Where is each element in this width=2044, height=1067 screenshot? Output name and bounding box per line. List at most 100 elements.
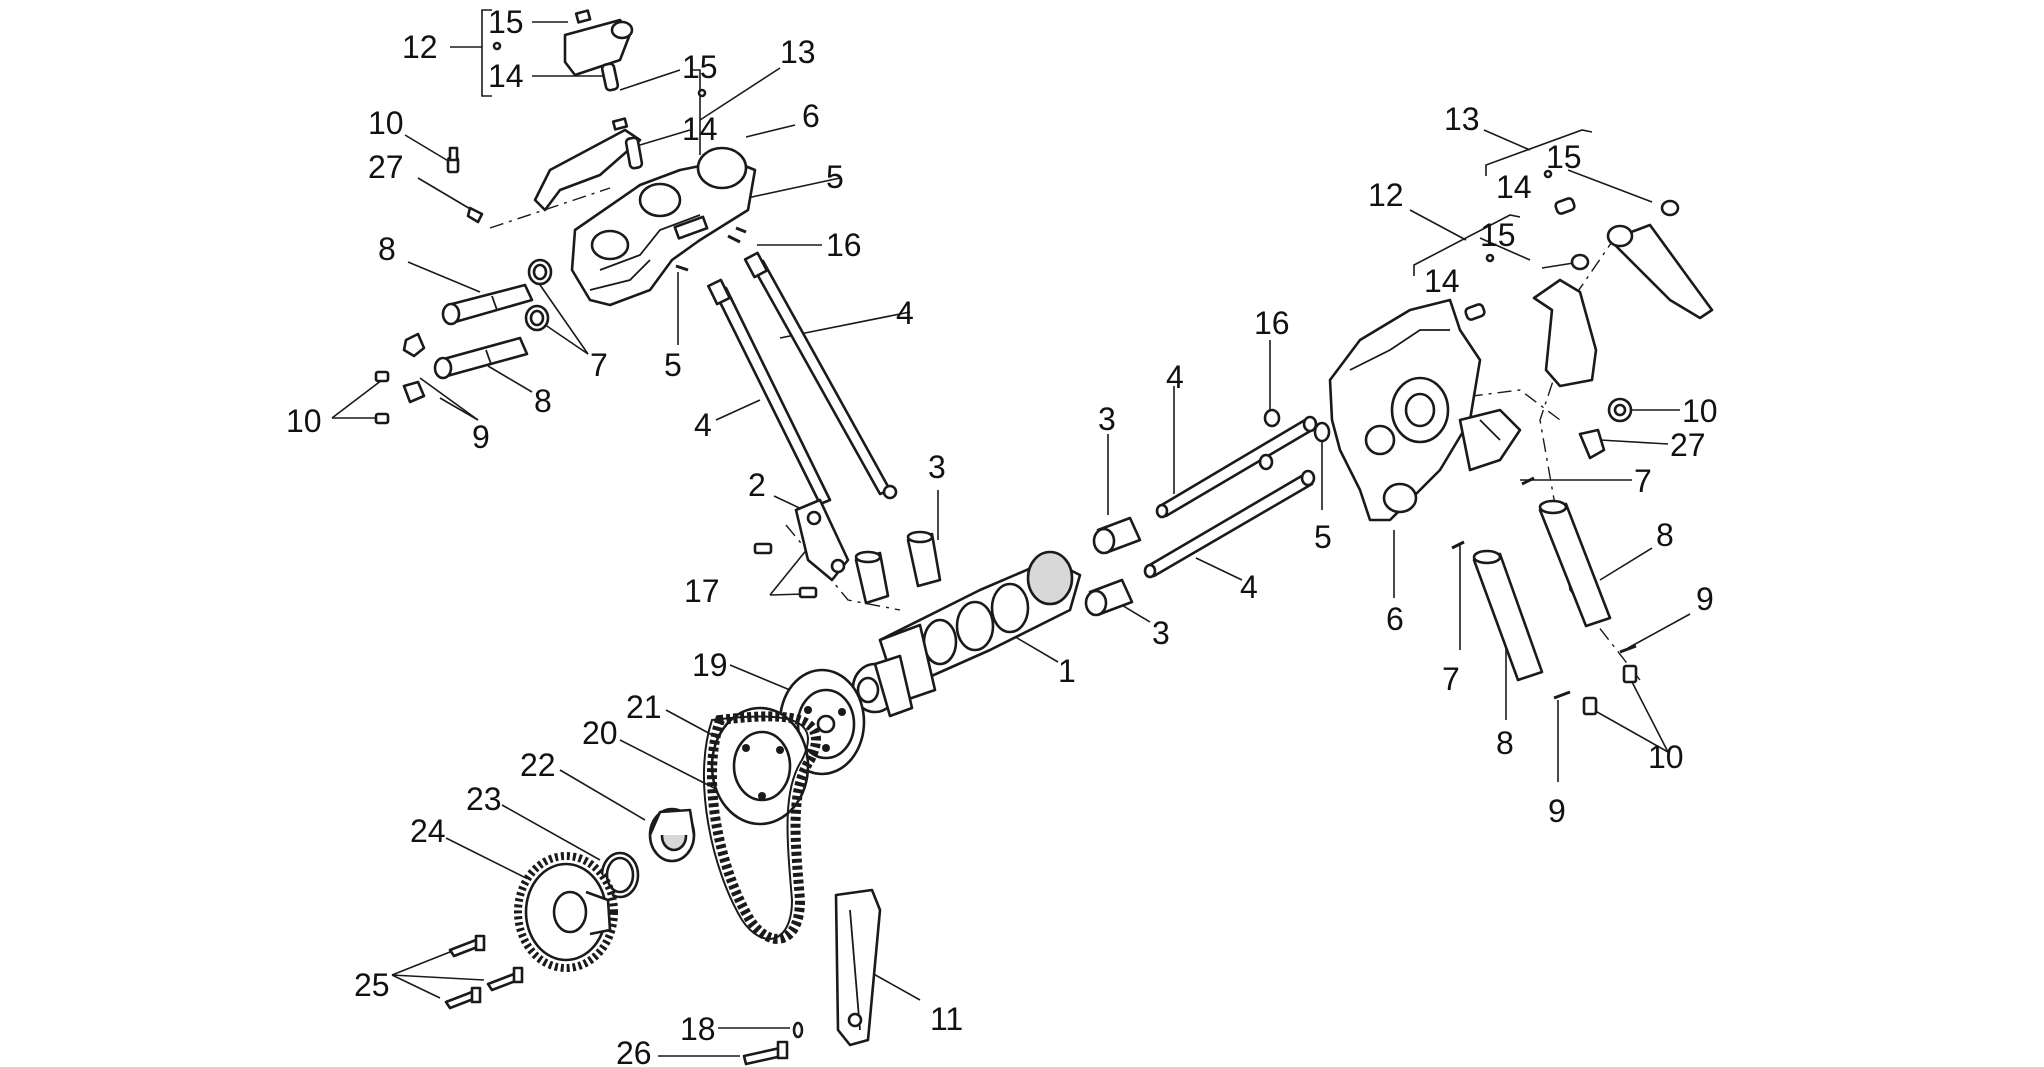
callout-25: 25: [354, 967, 390, 1003]
callout-3: 3: [1098, 401, 1116, 437]
leader-lines: [331, 9, 1691, 1057]
callout-11: 11: [930, 1001, 963, 1037]
bolts-25: [444, 934, 524, 1010]
callout-12: 12: [402, 29, 438, 65]
push-rod-4-right-upper: [1155, 415, 1318, 519]
callout-27: 27: [368, 149, 404, 185]
callout-9: 9: [1696, 581, 1714, 617]
screw-10-top-left: [446, 146, 460, 174]
screw-10-left-upper: [374, 370, 390, 383]
callout-10: 10: [286, 403, 322, 439]
tappet-3-right-lower: [1084, 578, 1134, 617]
timing-chain-20: [702, 711, 821, 944]
callout-22: 22: [520, 747, 556, 783]
gear-24: [514, 852, 618, 972]
washer-16-right: [1263, 408, 1281, 428]
callout-8: 8: [1656, 517, 1674, 553]
callout-27: 27: [1670, 427, 1706, 463]
rocker-shaft-right-lower: [1472, 549, 1544, 682]
rocker-arm-upper-left: [492, 9, 707, 98]
callout-2: 2: [748, 467, 766, 503]
callout-9: 9: [1548, 793, 1566, 829]
callout-5: 5: [826, 159, 844, 195]
rocker-arm-middle-left: [533, 117, 644, 212]
pin-5-top: [675, 264, 689, 272]
callout-6: 6: [1386, 601, 1404, 637]
callout-6: 6: [802, 98, 820, 134]
bearing-22: [648, 807, 696, 863]
callout-14: 14: [1424, 263, 1460, 299]
callout-9: 9: [472, 419, 490, 455]
callout-16: 16: [826, 227, 862, 263]
bolt-26: [742, 1040, 789, 1066]
callout-4: 4: [694, 407, 712, 443]
chain-tensioner-11: [834, 888, 882, 1047]
callout-15: 15: [1480, 217, 1516, 253]
rocker-arm-middle-right: [1464, 253, 1598, 388]
callout-7: 7: [590, 347, 608, 383]
callout-4: 4: [1166, 359, 1184, 395]
callout-15: 15: [682, 49, 718, 85]
callout-8: 8: [378, 231, 396, 267]
camshaft-1: [851, 550, 1082, 718]
tappet-3-right-upper: [1092, 516, 1142, 555]
tappet-3-a: [906, 530, 942, 588]
retaining-clip-9-left-upper: [402, 332, 426, 358]
callout-3: 3: [928, 449, 946, 485]
washer-5-right: [1313, 421, 1331, 443]
retaining-clip-9-left-lower: [402, 380, 426, 404]
screws-10-bottom-right: [1582, 664, 1638, 716]
callout-23: 23: [466, 781, 502, 817]
sprocket-21: [710, 706, 810, 826]
clip-9-right-b: [1553, 690, 1571, 700]
callout-10: 10: [1648, 739, 1684, 775]
callout-3: 3: [1152, 615, 1170, 651]
screws-17: [753, 542, 818, 599]
push-rod-4-right-lower: [1143, 469, 1316, 579]
cam-bracket-2: [794, 498, 850, 582]
callout-5: 5: [664, 347, 682, 383]
callout-14: 14: [1496, 169, 1532, 205]
callout-17: 17: [684, 573, 720, 609]
screw-10-left-lower: [374, 412, 390, 425]
rocker-arm-upper-right: [1543, 169, 1714, 320]
push-rod-4-left-b: [743, 251, 898, 500]
callout-5: 5: [1314, 519, 1332, 555]
head-block-left: [570, 146, 757, 307]
callout-10: 10: [1682, 393, 1718, 429]
callout-7: 7: [1634, 463, 1652, 499]
callout-8: 8: [534, 383, 552, 419]
rocker-shaft-right-upper: [1538, 499, 1612, 628]
washer-7-left-upper: [527, 258, 553, 286]
callout-21: 21: [626, 689, 662, 725]
callout-8: 8: [1496, 725, 1514, 761]
callout-1: 1: [1058, 653, 1076, 689]
callout-4: 4: [1240, 569, 1258, 605]
parts-artwork: [374, 9, 1714, 1066]
clip-9-right-a: [1619, 644, 1637, 654]
callout-14: 14: [682, 111, 718, 147]
clip-7-right-a: [1521, 476, 1535, 486]
callout-24: 24: [410, 813, 446, 849]
callout-15: 15: [1546, 139, 1582, 175]
head-block-right: [1328, 298, 1522, 522]
callout-13: 13: [780, 34, 816, 70]
screw-10-right: [1607, 397, 1633, 423]
callout-16: 16: [1254, 305, 1290, 341]
callout-14: 14: [488, 58, 524, 94]
callout-7: 7: [1442, 661, 1460, 697]
clip-27-top-left: [466, 206, 484, 224]
rocker-shaft-left-lower: [433, 336, 529, 380]
washer-7-left-lower: [524, 304, 550, 332]
callout-18: 18: [680, 1011, 716, 1047]
callout-12: 12: [1368, 177, 1404, 213]
callout-4: 4: [896, 295, 914, 331]
clip-27-right: [1578, 428, 1606, 460]
pin-18: [792, 1021, 804, 1039]
callout-13: 13: [1444, 101, 1480, 137]
push-rod-4-left-a: [707, 278, 832, 506]
callout-20: 20: [582, 715, 618, 751]
callout-10: 10: [368, 105, 404, 141]
clip-7-right-b: [1451, 540, 1465, 550]
